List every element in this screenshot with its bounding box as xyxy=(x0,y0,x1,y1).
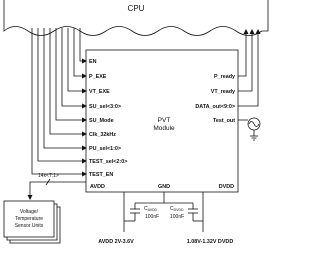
supply-avdd-label: AVDD 2V-3.6V xyxy=(98,239,134,245)
pin-su-mode: SU_Mode xyxy=(89,118,114,124)
pin-en: EN xyxy=(89,59,97,65)
pin-avdd: AVDD xyxy=(90,184,105,190)
bus-slash xyxy=(45,178,51,186)
pin-p-ready: P_ready xyxy=(214,74,235,80)
power-network xyxy=(123,192,204,232)
pin-data-out: DATA_out<9:0> xyxy=(195,104,235,110)
cap-dvdd-label: CDVDD xyxy=(170,206,184,212)
bus-label: 14x<7:1> xyxy=(38,173,59,179)
module-name-line1: PVT xyxy=(158,117,171,124)
pvt-diagram: CPU PVT Module EN P_EXE VT_EXE SU_sel<3:… xyxy=(3,0,269,245)
pin-test-sel: TEST_sel<2:0> xyxy=(89,159,127,165)
pin-pu-sel: PU_sel<1:0> xyxy=(89,146,121,152)
sensor-bus-line xyxy=(27,181,86,200)
sensor-label-line3: Sensor Units xyxy=(15,223,44,229)
cpu-label: CPU xyxy=(128,4,145,13)
cap-dvdd-value: 100nF xyxy=(170,214,184,220)
sensor-label-line1: Voltage/ xyxy=(20,209,39,215)
pin-test-out: Test_out xyxy=(213,118,235,124)
cap-avdd-value: 100nF xyxy=(145,214,159,220)
cap-avdd-label: CAVDD xyxy=(144,206,158,212)
output-signals xyxy=(238,29,261,121)
sensor-label-line2: Temperature xyxy=(15,216,43,222)
pin-su-sel: SU_sel<3:0> xyxy=(89,104,121,110)
pin-gnd: GND xyxy=(158,184,170,190)
pin-test-en: TEST_EN xyxy=(89,172,113,178)
pin-vt-exe: VT_EXE xyxy=(89,89,110,95)
pin-dvdd: DVDD xyxy=(219,184,234,190)
pin-clk-32khz: Clk_32kHz xyxy=(89,132,116,138)
input-signals xyxy=(31,28,87,177)
pin-p-exe: P_EXE xyxy=(89,74,107,80)
supply-dvdd-label: 1.08V-1.32V DVDD xyxy=(187,239,234,245)
sensor-units-stack xyxy=(3,200,61,244)
capacitor-dvdd-symbol xyxy=(188,208,198,214)
cpu-block: CPU xyxy=(3,0,269,36)
test-probe-icon xyxy=(247,117,261,141)
capacitor-avdd-symbol xyxy=(130,208,140,214)
pin-vt-ready: VT_ready xyxy=(211,89,235,95)
module-name-line2: Module xyxy=(153,125,175,132)
